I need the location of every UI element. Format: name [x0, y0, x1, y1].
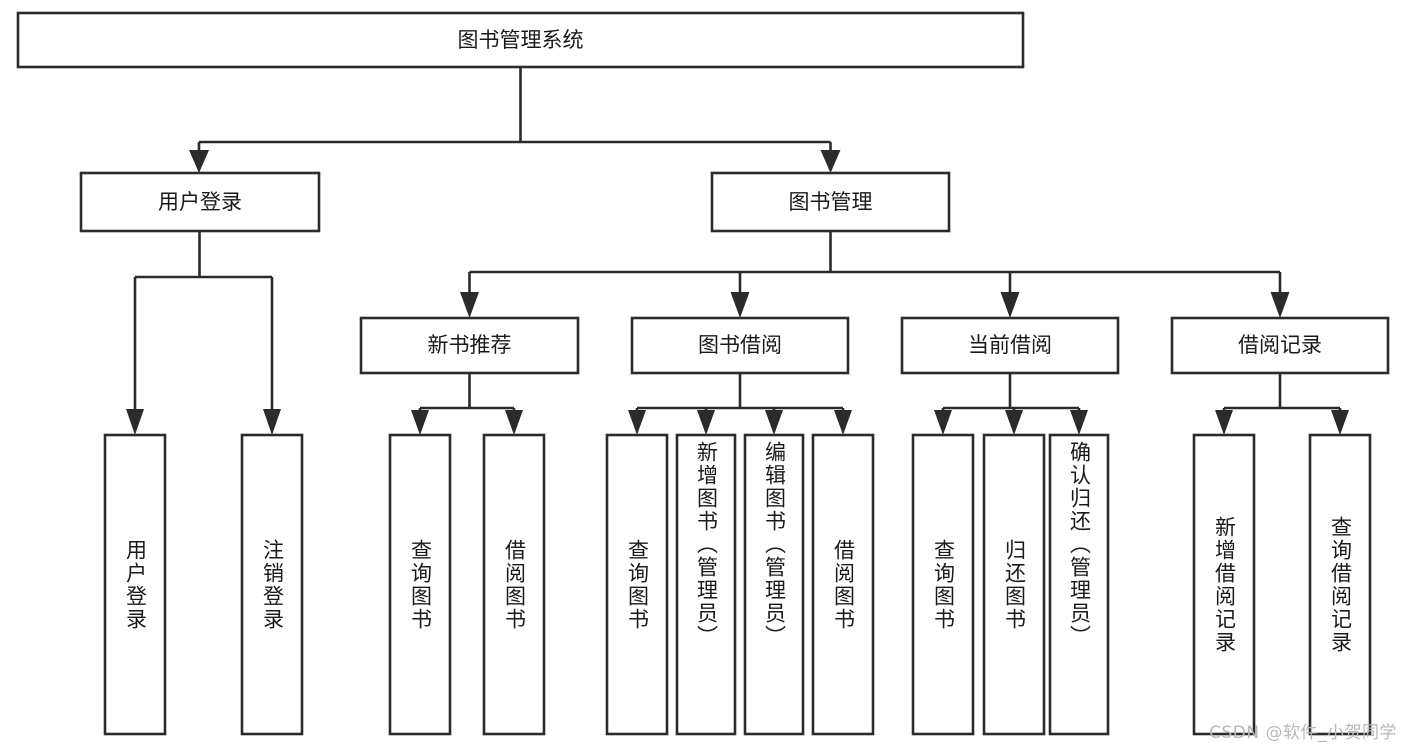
- arrow-head-logout-leaf: [263, 409, 281, 435]
- node-new-book-recommend-box[interactable]: [359, 316, 580, 375]
- arrow-head-new-book-rec: [460, 292, 479, 318]
- arrow-head-borrow-book-1: [505, 410, 523, 435]
- arrow-head-current-borrow: [1000, 292, 1020, 318]
- arrow-head-query-book-2: [628, 410, 646, 435]
- leaf-box-add-borrow-record[interactable]: [1192, 433, 1256, 736]
- leaf-box-user-login[interactable]: [103, 433, 167, 736]
- leaf-box-logout[interactable]: [240, 433, 304, 736]
- node-user-login-label: 用户登录: [158, 190, 242, 214]
- arrow-head-add-record: [1215, 410, 1233, 435]
- arrow-head-query-book-1: [411, 410, 429, 435]
- watermark-text: CSDN @软件_小贺同学: [1209, 723, 1397, 743]
- leaf-box-edit-book-admin[interactable]: [743, 433, 805, 736]
- connector-layer: [126, 67, 1349, 435]
- leaf-box-borrow-book[interactable]: [811, 433, 875, 736]
- arrow-head-query-book-3: [934, 410, 952, 435]
- arrow-head-borrow-book-2: [834, 410, 852, 435]
- node-current-borrow-label: 当前借阅: [968, 333, 1052, 357]
- arrow-head-return-book: [1005, 410, 1023, 435]
- node-current-borrow-box[interactable]: [900, 316, 1120, 375]
- arrow-head-book-borrow: [730, 292, 750, 318]
- node-book-borrow-box[interactable]: [630, 316, 850, 375]
- node-user-login-box[interactable]: [79, 171, 321, 233]
- node-new-book-recommend-label: 新书推荐: [428, 333, 512, 357]
- arrow-head-query-record: [1331, 410, 1349, 435]
- leaf-box-query-book-borrow[interactable]: [605, 433, 669, 736]
- leaf-box-query-book-current[interactable]: [911, 433, 975, 736]
- node-borrow-record-label: 借阅记录: [1238, 333, 1322, 357]
- arrow-head-edit-book: [765, 410, 783, 435]
- arrow-head-borrow-record: [1270, 292, 1290, 318]
- arrow-head-confirm-return: [1070, 410, 1088, 435]
- leaf-box-query-book-newbook[interactable]: [388, 433, 452, 736]
- node-borrow-record-box[interactable]: [1170, 316, 1390, 375]
- node-layer: 图书管理系统 用户登录 图书管理 新书推荐 图书借阅 当前借阅 借阅记录: [16, 11, 1390, 736]
- node-book-management-box[interactable]: [710, 171, 951, 233]
- node-book-borrow-label: 图书借阅: [698, 333, 782, 357]
- leaf-box-query-borrow-record[interactable]: [1308, 433, 1372, 736]
- node-root-box[interactable]: [16, 11, 1025, 69]
- leaf-box-confirm-return-admin[interactable]: [1048, 433, 1110, 736]
- node-root-label: 图书管理系统: [458, 28, 584, 52]
- node-book-management-label: 图书管理: [789, 190, 873, 214]
- leaf-box-add-book-admin[interactable]: [675, 433, 737, 736]
- arrow-head-user-login: [189, 150, 209, 173]
- leaf-box-return-book[interactable]: [982, 433, 1046, 736]
- leaf-box-borrow-book-newbook[interactable]: [482, 433, 546, 736]
- arrow-head-book-mgmt: [820, 150, 841, 173]
- arrow-head-user-login-leaf: [126, 409, 144, 435]
- arrow-head-add-book: [697, 410, 715, 435]
